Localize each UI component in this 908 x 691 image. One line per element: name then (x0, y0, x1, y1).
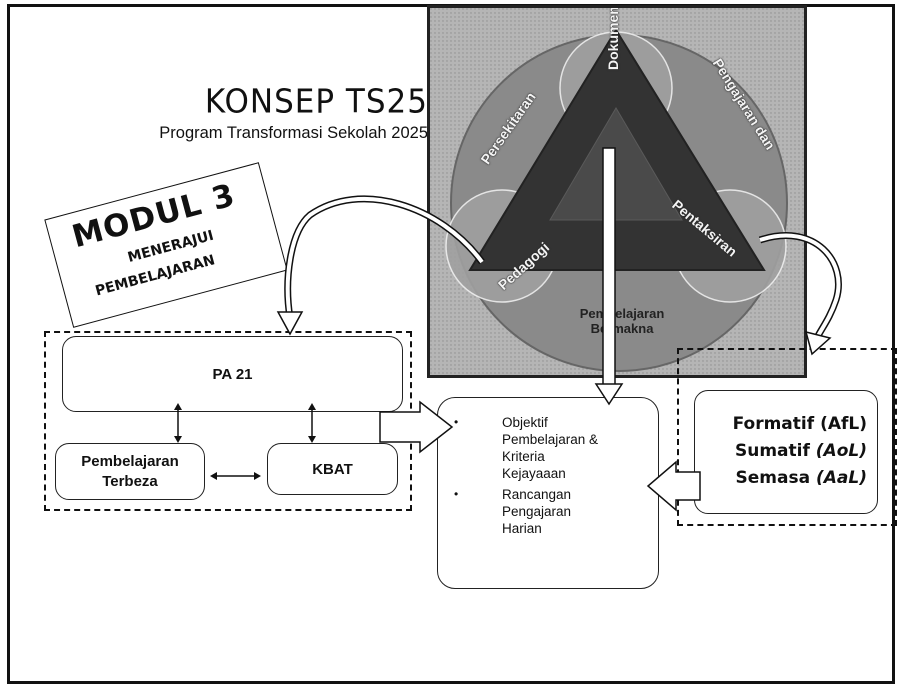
semasa-label: Semasa (735, 468, 811, 488)
pembelajaran-terbeza-line1: Pembelajaran (81, 452, 179, 470)
formatif-tag: (AfL) (820, 414, 867, 434)
assessment-semasa: Semasa (AaL) (695, 465, 867, 492)
objective-line: Objektif (502, 415, 548, 430)
kbat-box: KBAT (267, 443, 398, 495)
pembelajaran-terbeza-box: Pembelajaran Terbeza (55, 443, 205, 500)
pa21-box: PA 21 (62, 336, 403, 412)
concept-triangle-image: Dokumen Standard Persekitaran Pengajaran… (427, 5, 807, 378)
page-title: KONSEP TS25 (204, 83, 428, 121)
kbat-label: KBAT (312, 460, 353, 478)
pembelajaran-terbeza-line2: Terbeza (102, 472, 158, 490)
down-arrow-shaft (602, 147, 616, 389)
objective-item-1: • Objektif Pembelajaran & Kriteria Kejay… (454, 414, 598, 482)
right-dashed-group (677, 348, 897, 526)
objectives-box: • Objektif Pembelajaran & Kriteria Kejay… (437, 397, 659, 589)
assessment-formatif: Formatif (AfL) (695, 411, 867, 438)
objective-line: Kriteria (502, 449, 545, 464)
sumatif-tag: (AoL) (815, 441, 867, 461)
objective-line: Pembelajaran & (502, 432, 599, 447)
triangle-label-bottom-line1: Pembelajaran (579, 306, 665, 321)
curved-arrow-left (284, 195, 485, 319)
assessment-sumatif: Sumatif (AoL) (695, 438, 867, 465)
objective-item-2: • Rancangan Pengajaran Harian (454, 486, 598, 537)
objectives-list: • Objektif Pembelajaran & Kriteria Kejay… (454, 414, 598, 541)
assessment-box: Formatif (AfL) Sumatif (AoL) Semasa (AaL… (694, 390, 878, 514)
objective-line: Kejayaaan (502, 466, 566, 481)
objective-line: Harian (502, 521, 542, 536)
curved-arrow-left-head (276, 311, 304, 336)
semasa-tag: (AaL) (816, 468, 867, 488)
objective-line: Rancangan (502, 487, 572, 502)
bullet-icon: • (454, 415, 459, 429)
sumatif-label: Sumatif (734, 441, 810, 461)
block-arrow-left (646, 460, 701, 512)
block-arrow-right (379, 400, 454, 454)
formatif-label: Formatif (732, 414, 815, 434)
objective-line: Pengajaran (502, 504, 572, 519)
triangle-graphic (430, 8, 804, 375)
pa21-label: PA 21 (212, 365, 253, 383)
page-subtitle: Program Transformasi Sekolah 2025 (159, 124, 428, 142)
bullet-icon: • (454, 487, 459, 501)
down-arrow-head (594, 383, 624, 406)
curved-arrow-right-head (804, 330, 832, 356)
